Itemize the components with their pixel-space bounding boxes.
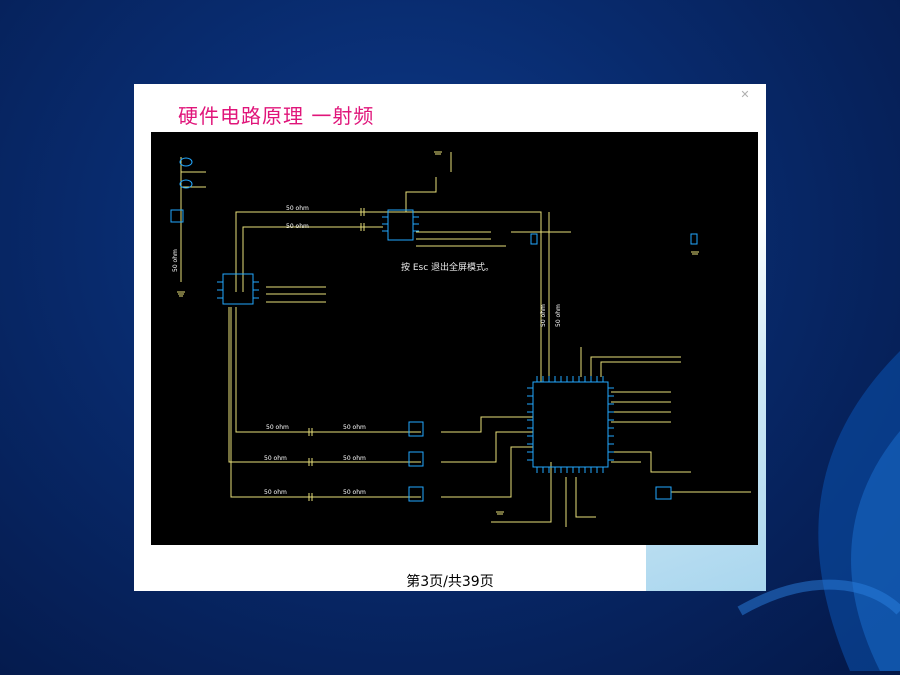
trace-label: 50 ohm: [266, 424, 289, 431]
page-number: 第3页/共39页: [406, 574, 494, 590]
trace-label: 50 ohm: [172, 249, 179, 272]
trace-label: 50 ohm: [343, 424, 366, 431]
trace-label: 50 ohm: [343, 489, 366, 496]
trace-label: 50 ohm: [555, 304, 562, 327]
background-swoosh: [700, 311, 900, 675]
trace-label: 50 ohm: [264, 455, 287, 462]
trace-label: 50 ohm: [540, 304, 547, 327]
slide-panel: 硬件电路原理 一射频 ✕: [134, 84, 766, 591]
trace-label: 50 ohm: [286, 223, 309, 230]
close-icon[interactable]: ✕: [740, 88, 750, 101]
trace-label: 50 ohm: [286, 205, 309, 212]
trace-label: 50 ohm: [264, 489, 287, 496]
trace-label: 50 ohm: [343, 455, 366, 462]
rf-schematic-diagram: 50 ohm 50 ohm 50 ohm 50 ohm 50 ohm 50 oh…: [151, 132, 758, 545]
fullscreen-exit-hint: 按 Esc 退出全屏模式。: [401, 263, 495, 273]
slide-title: 硬件电路原理 一射频: [178, 104, 375, 128]
